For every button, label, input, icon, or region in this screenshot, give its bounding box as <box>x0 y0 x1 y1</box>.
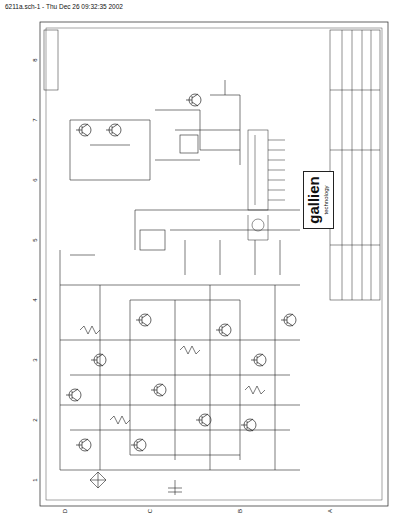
power-supply <box>70 80 300 275</box>
transistor-symbols <box>66 94 296 451</box>
zone-number: 2 <box>32 418 38 421</box>
transistor-symbol <box>131 439 143 451</box>
zone-number: 7 <box>32 118 38 121</box>
transistor-symbol <box>76 439 88 451</box>
transistor-symbol <box>76 124 88 136</box>
transistor-symbol <box>241 419 253 431</box>
zone-number: 8 <box>32 58 38 61</box>
transistor-symbol <box>281 314 293 326</box>
transistor-symbol <box>216 324 228 336</box>
zone-number: 1 <box>32 478 38 481</box>
power-amp <box>60 250 300 495</box>
transistor-symbol <box>196 414 208 426</box>
zone-number: 6 <box>32 178 38 181</box>
sheet-header: 6211a.sch-1 - Thu Dec 26 09:32:35 2002 <box>5 4 123 11</box>
inner-frame <box>46 28 382 500</box>
transistor-symbol <box>151 384 163 396</box>
logo-box: gallientechnology <box>303 171 334 229</box>
logo-subtext: technology <box>323 176 330 224</box>
frame <box>40 22 388 506</box>
transistor-symbol <box>106 124 118 136</box>
logo-text: gallien <box>306 176 323 224</box>
zone-number: 5 <box>32 238 38 241</box>
zone-letter: D <box>62 509 68 513</box>
zone-letter: B <box>237 509 243 513</box>
zone-letter: C <box>147 509 153 513</box>
transistor-symbol <box>251 354 263 366</box>
transistor-symbol <box>186 94 198 106</box>
transistor-symbol <box>91 354 103 366</box>
title-block <box>44 30 380 300</box>
connector <box>248 130 285 240</box>
zone-letter: A <box>327 509 333 513</box>
transistor-symbol <box>66 389 78 401</box>
transistor-symbol <box>136 314 148 326</box>
zone-number: 3 <box>32 358 38 361</box>
zone-number: 4 <box>32 298 38 301</box>
